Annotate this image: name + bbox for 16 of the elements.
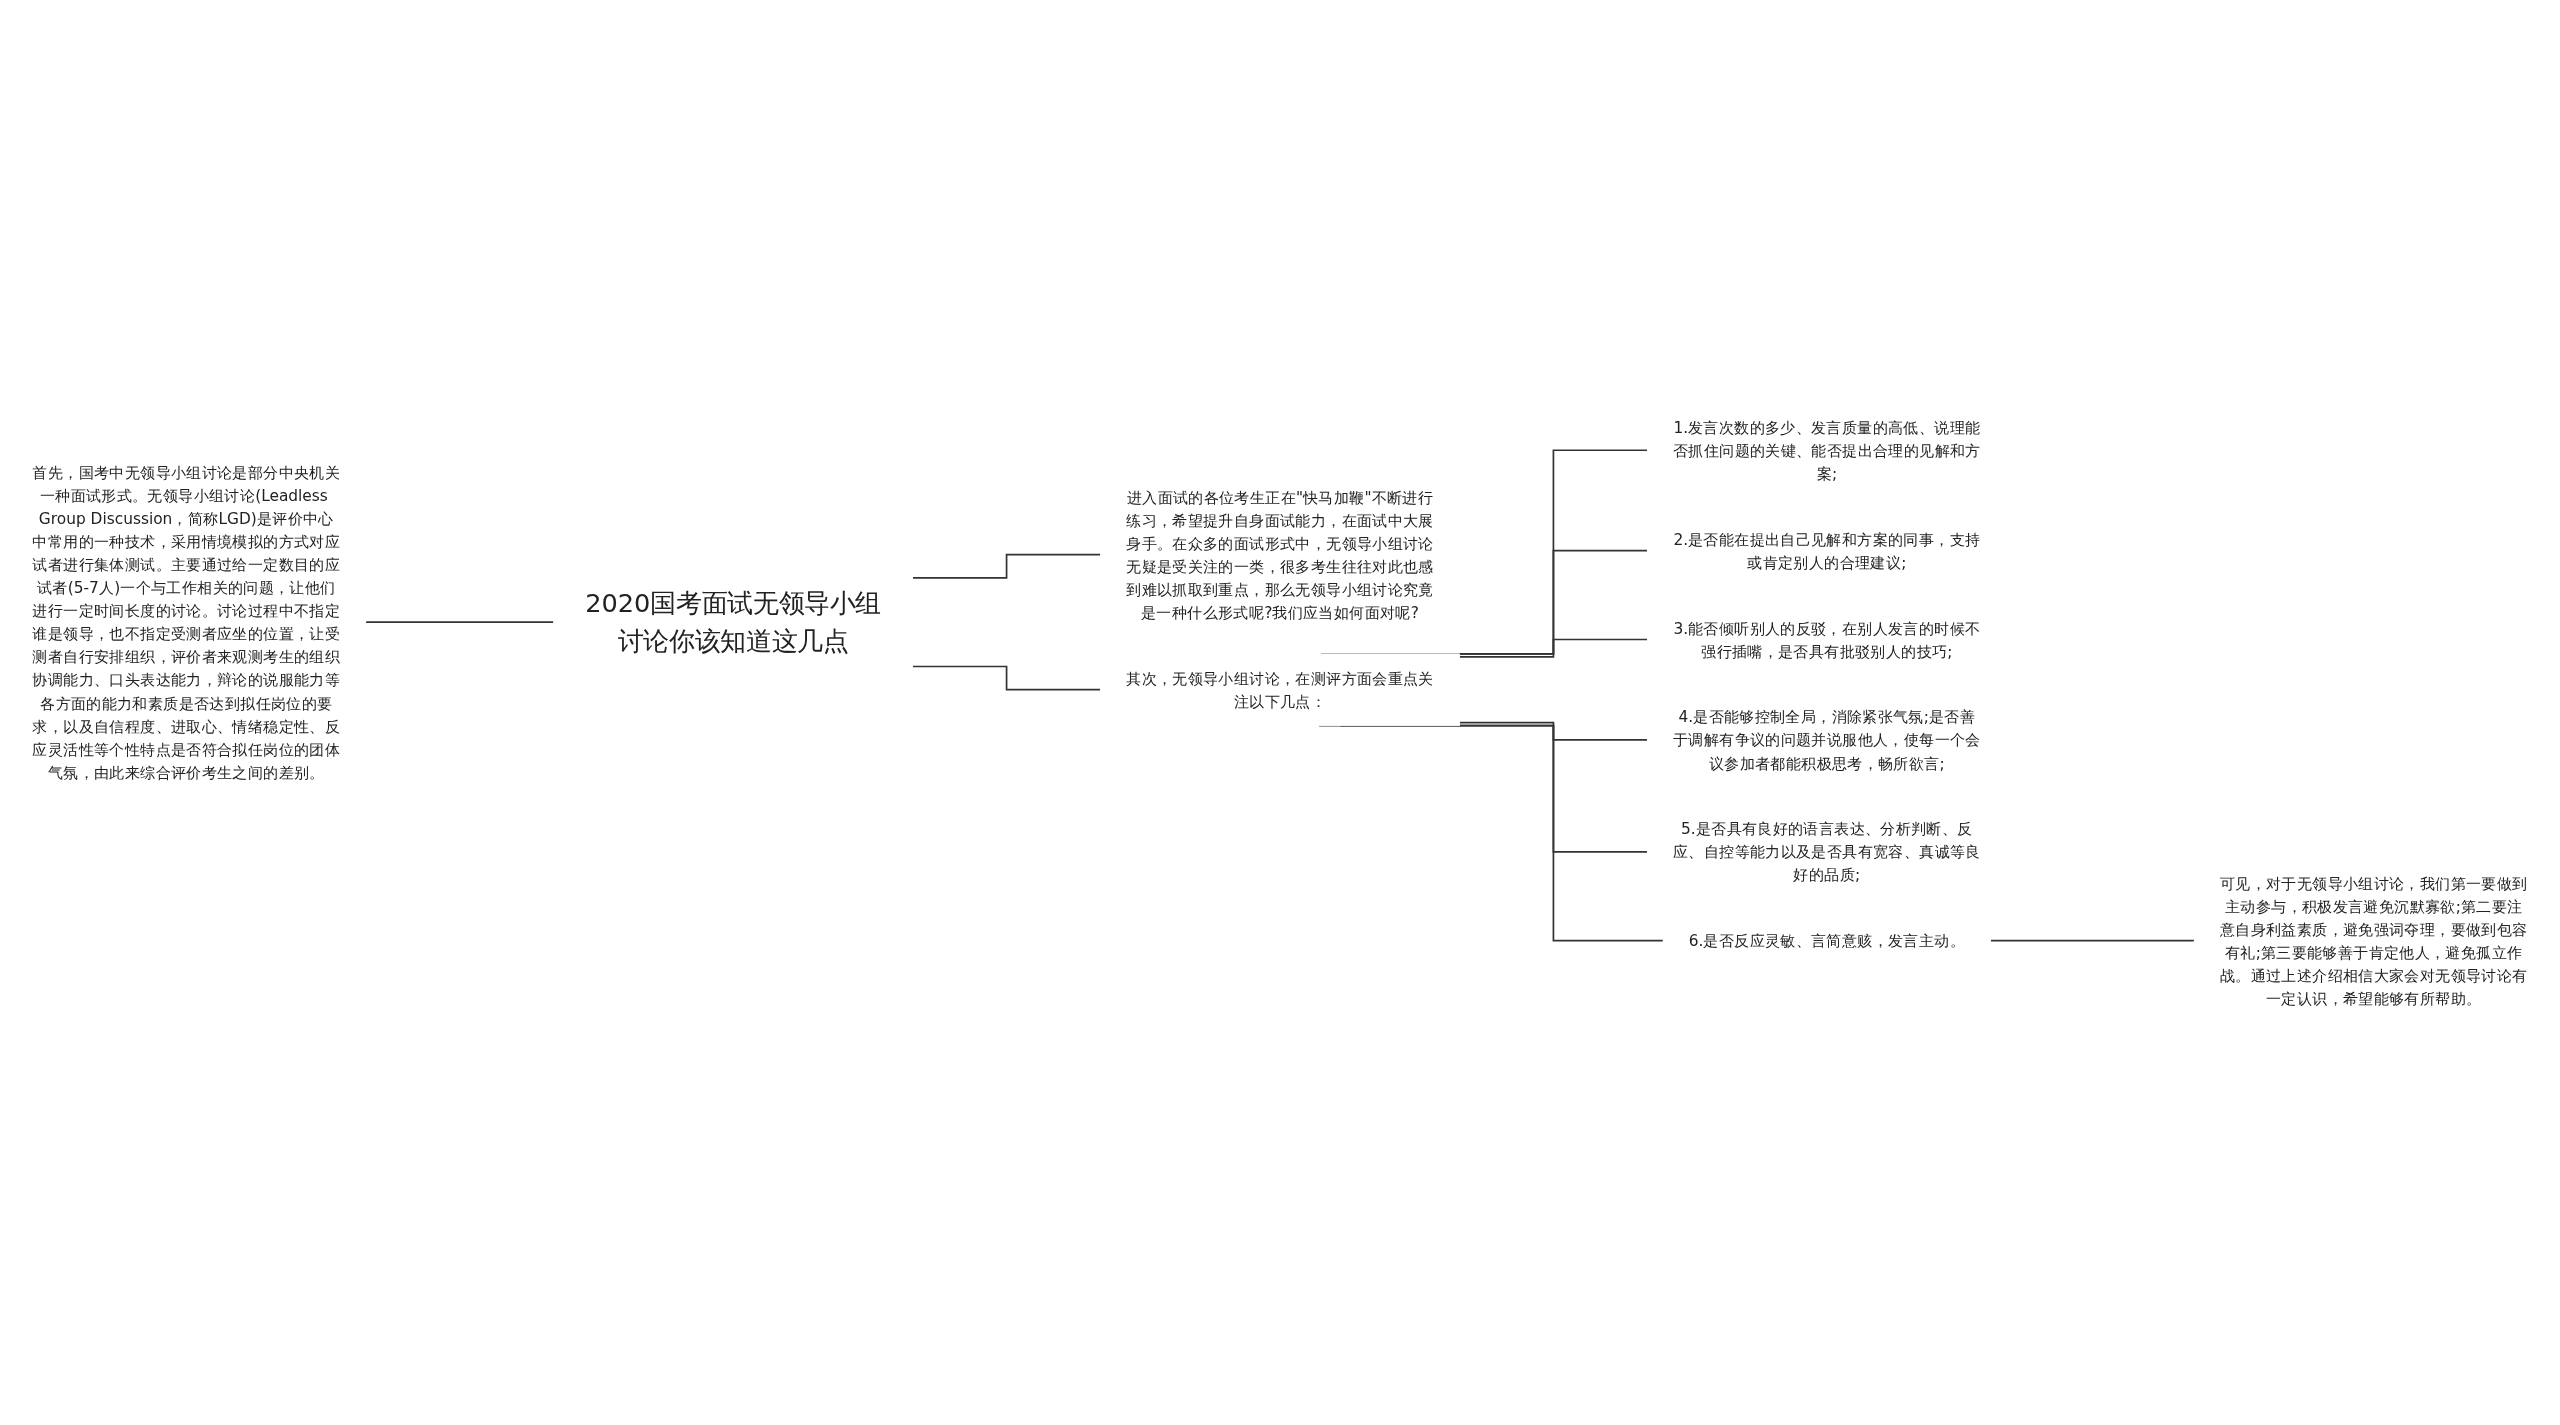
connector bbox=[1458, 721, 1649, 741]
node-text: 4.是否能够控制全局，消除紧张气氛;是否善于调解有争议的问题并说服他人，使每一个会议参加者都能积极思考，畅所欲言; bbox=[1673, 707, 1981, 772]
connector bbox=[364, 621, 555, 623]
connector bbox=[1458, 638, 1649, 658]
node-text: 1.发言次数的多少、发言质量的高低、说理能否抓住问题的关键、能否提出合理的见解和方案; bbox=[1673, 417, 1981, 482]
connector bbox=[1989, 939, 2196, 942]
node-text: 6.是否反应灵敏、言简意赅，发言主动。 bbox=[1688, 931, 1965, 950]
node-text: 3.能否倾听别人的反驳，在别人发言的时候不强行插嘴，是否具有批驳别人的技巧; bbox=[1673, 618, 1981, 660]
node-text: 2020国考面试无领导小组讨论你该知道这几点 bbox=[585, 587, 882, 657]
node-text: 首先，国考中无领导小组讨论是部分中央机关一种面试形式。无领导小组讨论(Leadless Group Discussion，简称LGD)是评价中心中常用的一种技术，采用情境模拟的方式对应试者进行集体测试。主要通过给一定数目的应试者(5-7人)一个与工作相关的问题，让他们进行一定时间长度的讨论。讨论过程中不指定谁是领导，也不指定受测者应坐的位置，让受测者自行安排组织，评价者来观测考生的组织协调能力、口头表达能力，辩论的说服能力等各方面的能力和素质是否达到拟任岗位的要求，以及自信程度、进取心、情绪稳定性、反应灵活性等个性特点是否符合拟任岗位的团体气氛，由此来综合评价考生之间的差别。 bbox=[32, 462, 341, 781]
node-text: 2.是否能在提出自己见解和方案的同事，支持或肯定别人的合理建议; bbox=[1673, 529, 1981, 571]
node-text: 进入面试的各位考生正在"快马加鞭"不断进行练习，希望提升自身面试能力，在面试中大展身手。在众多的面试形式中，无领导小组讨论无疑是受关注的一类，很多考生往往对此也感到难以抓取到重点，那么无领导小组讨论究竟是一种什么形式呢?我们应当如何面对呢? bbox=[1126, 487, 1434, 622]
node-text: 5.是否具有良好的语言表达、分析判断、反应、自控等能力以及是否具有宽容、真诚等良好的品质; bbox=[1673, 819, 1981, 884]
connector bbox=[911, 553, 1102, 579]
node-text: 可见，对于无领导小组讨论，我们第一要做到主动参与，积极发言避免沉默寡欲;第二要注意自身利益素质，避免强词夺理，要做到包容有礼;第三要能够善于肯定他人，避免孤立作战。通过上述介绍相信大家会对无领导讨论有一定认识，希望能够有所帮助。 bbox=[2219, 873, 2528, 1008]
connector bbox=[911, 665, 1102, 691]
